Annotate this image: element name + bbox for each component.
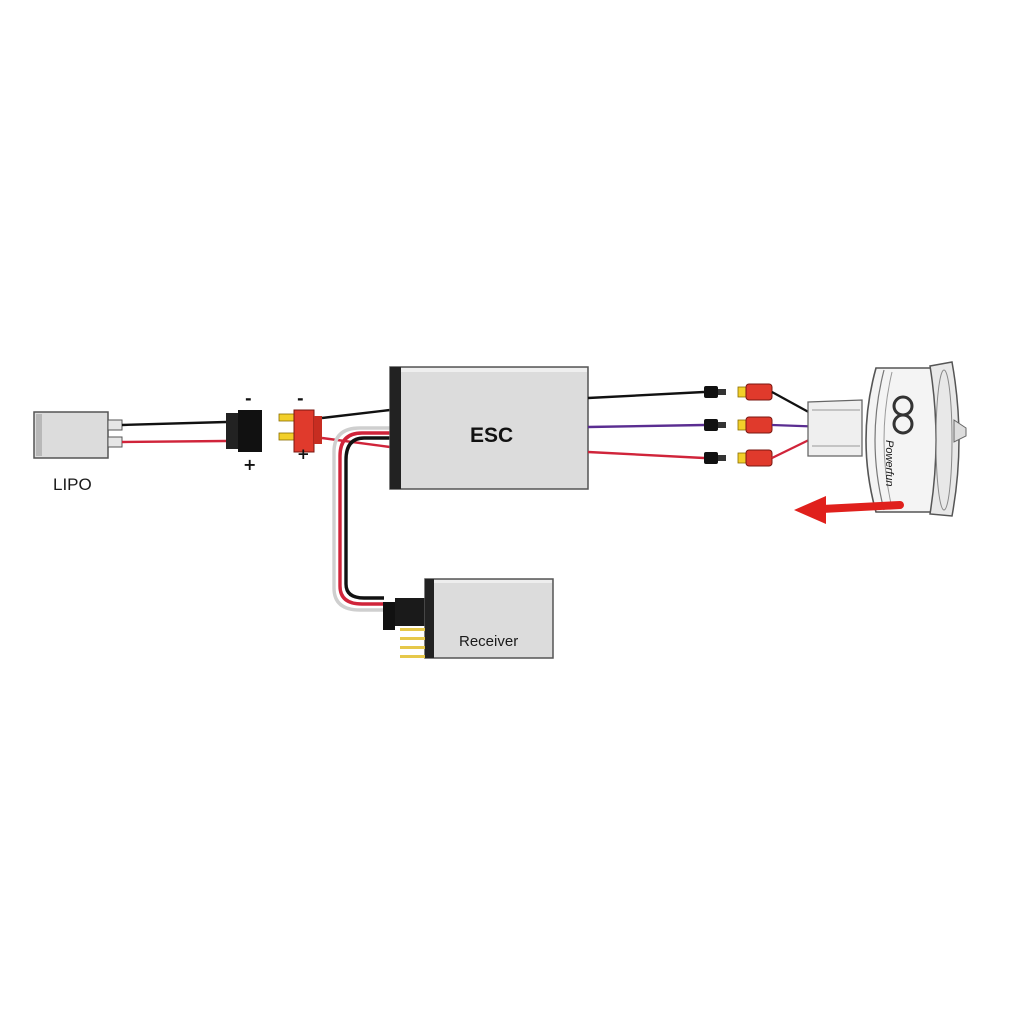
receiver-pins <box>400 628 425 658</box>
battery-plus-sign: + <box>243 455 256 474</box>
edf-motor <box>807 361 967 517</box>
esc-box <box>389 366 589 490</box>
esc-red-input-wire <box>321 436 391 449</box>
lipo-black-lead <box>121 420 227 427</box>
bullet-connector-2 <box>704 416 773 434</box>
motor-brand-text: Powerfun <box>883 440 895 486</box>
bullet-connector-3 <box>704 449 773 467</box>
receiver-servo-lead <box>332 426 390 612</box>
esc-output-wire-red <box>587 450 705 460</box>
lipo-battery <box>33 411 123 459</box>
esc-output-wire-purple <box>587 423 705 429</box>
lipo-label: LIPO <box>53 475 92 494</box>
esc-plus-sign: + <box>297 445 310 463</box>
esc-output-wire-black <box>587 390 705 400</box>
receiver-servo-plug <box>383 598 425 630</box>
battery-connector <box>226 410 262 452</box>
esc-black-input-wire <box>321 408 391 420</box>
esc-minus-sign: - <box>297 389 304 408</box>
battery-minus-sign: - <box>245 389 252 408</box>
receiver-box <box>424 578 554 659</box>
arrow-left-icon <box>794 496 904 524</box>
esc-label: ESC <box>470 424 513 447</box>
lipo-red-lead <box>121 439 227 444</box>
esc-input-connector <box>278 409 322 453</box>
bullet-connector-1 <box>704 383 773 401</box>
receiver-label: Receiver <box>459 633 518 650</box>
